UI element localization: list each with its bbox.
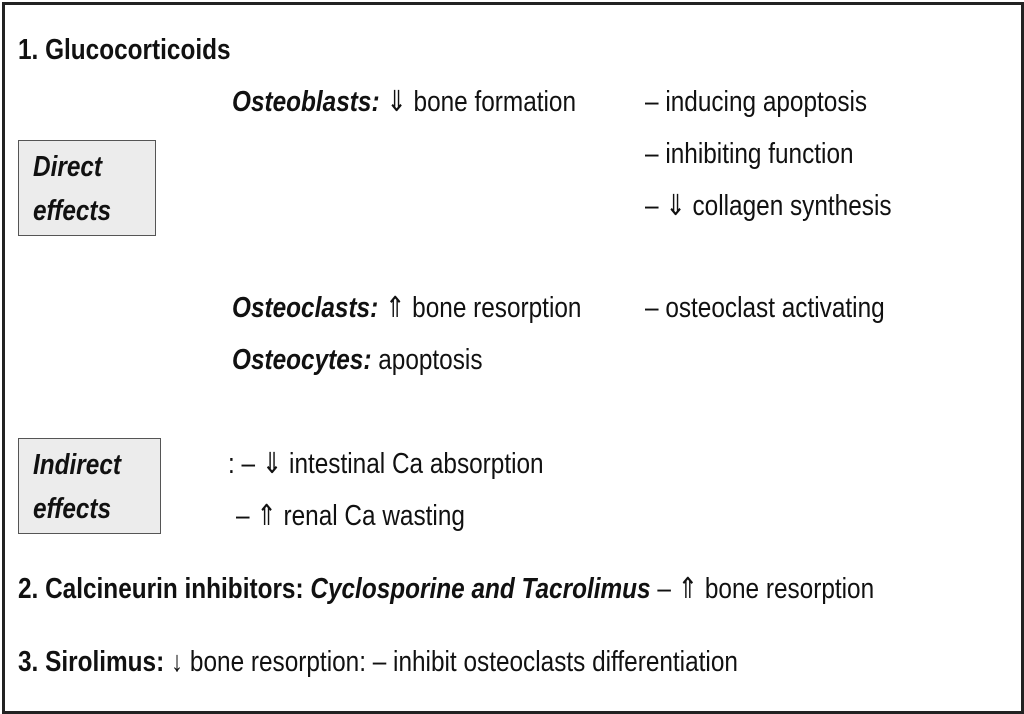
osteocytes-line: Osteocytes: apoptosis — [232, 342, 483, 378]
osteoblasts-line: Osteoblasts: ⇓ bone formation — [232, 84, 576, 120]
calcineurin-effect: – ⇑ bone resorption — [657, 573, 875, 605]
drug-names: Cyclosporine and Tacrolimus — [310, 573, 651, 605]
indirect-effect: – ⇑ renal Ca wasting — [236, 500, 465, 532]
osteoclasts-line: Osteoclasts: ⇑ bone resorption — [232, 290, 581, 326]
osteoblasts-label: Osteoblasts: — [232, 86, 380, 118]
heading-glucocorticoids: 1. Glucocorticoids — [18, 32, 231, 68]
osteoblasts-effect: ⇓ bone formation — [386, 86, 577, 118]
indirect-effect: : – ⇓ intestinal Ca absorption — [228, 448, 544, 480]
box-label: effects — [33, 195, 112, 227]
heading-sirolimus: 3. Sirolimus: ↓ bone resorption: – inhib… — [18, 644, 738, 680]
mechanism: – inhibiting function — [645, 138, 854, 170]
heading-text: 2. Calcineurin inhibitors: — [18, 573, 304, 605]
box-label: Indirect — [33, 449, 121, 481]
mechanism: – ⇓ collagen synthesis — [645, 190, 892, 222]
heading-text: 3. Sirolimus: — [18, 646, 165, 678]
heading-calcineurin: 2. Calcineurin inhibitors: Cyclosporine … — [18, 571, 874, 607]
osteoclasts-effect: ⇑ bone resorption — [384, 292, 582, 324]
heading-text: 1. Glucocorticoids — [18, 34, 231, 66]
mechanism: – osteoclast activating — [645, 292, 885, 324]
osteoclasts-label: Osteoclasts: — [232, 292, 379, 324]
osteocytes-label: Osteocytes: — [232, 344, 372, 376]
box-label: Direct — [33, 151, 103, 183]
indirect-effects-box: Indirect effects — [18, 438, 161, 534]
mechanism: – inducing apoptosis — [645, 86, 868, 118]
osteocytes-effect: apoptosis — [378, 344, 483, 376]
sirolimus-effect: ↓ bone resorption: – inhibit osteoclasts… — [170, 646, 738, 678]
direct-effects-box: Direct effects — [18, 140, 156, 236]
box-label: effects — [33, 493, 112, 525]
